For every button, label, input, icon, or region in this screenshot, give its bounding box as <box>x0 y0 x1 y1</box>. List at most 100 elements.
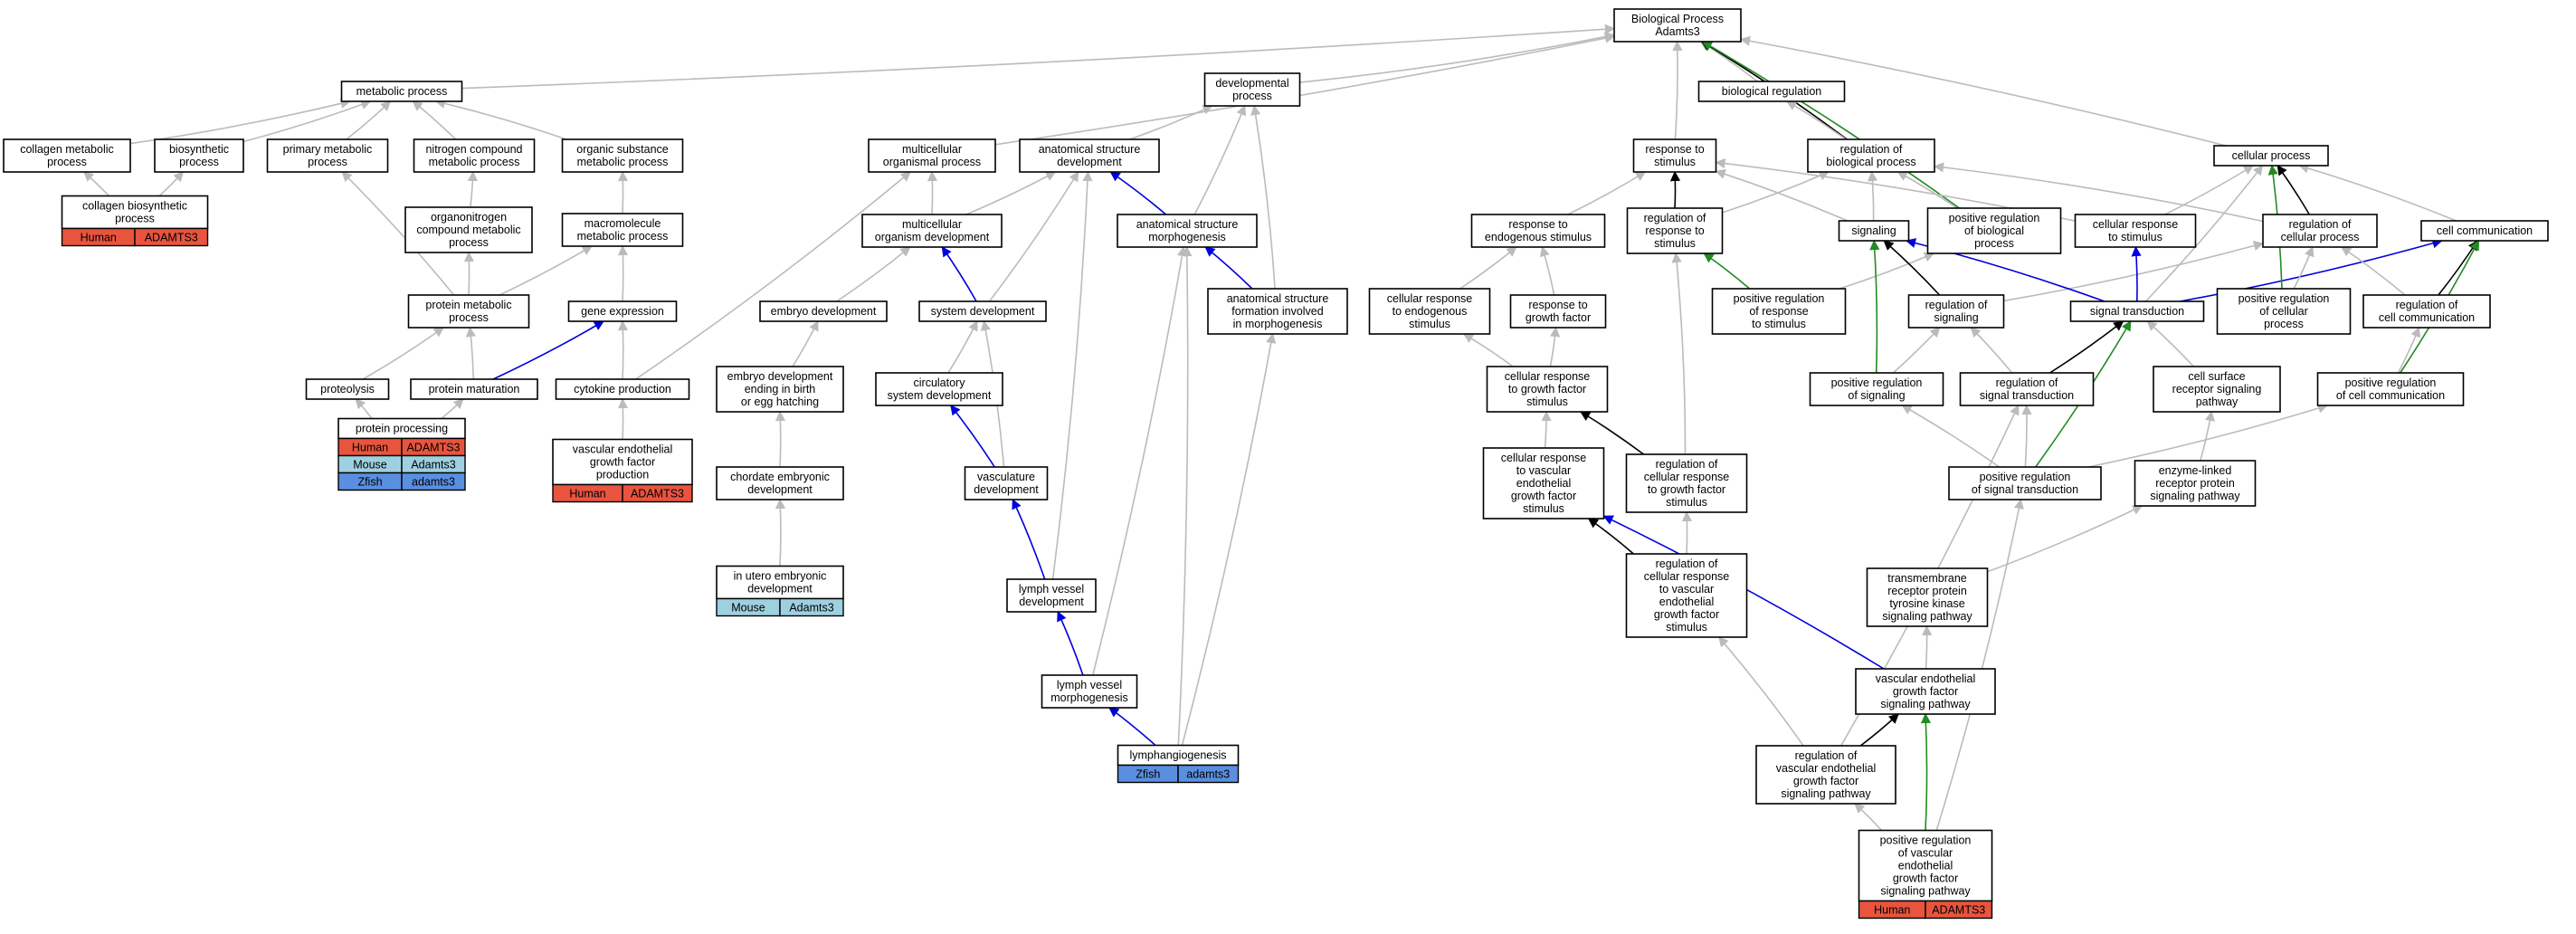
term-box <box>861 214 1003 248</box>
go-term-proteol[interactable]: proteolysis <box>305 378 390 400</box>
go-term-cellcomm[interactable]: cell communication <box>2420 220 2549 242</box>
go-term-geneexp[interactable]: gene expression <box>567 300 678 322</box>
species-label: Mouse <box>731 602 765 615</box>
term-label: signaling pathway <box>1880 698 1971 710</box>
term-box <box>1626 207 1724 254</box>
term-box <box>154 138 244 173</box>
term-box <box>1711 288 1847 335</box>
term-box <box>1625 453 1748 513</box>
term-label: positive regulation <box>1831 376 1923 389</box>
go-term-embdev[interactable]: embryo development <box>759 300 888 322</box>
term-label: circulatory <box>914 376 966 389</box>
term-label: growth factor <box>1511 490 1576 502</box>
edge-is-a <box>1987 505 2143 573</box>
go-term-protmat[interactable]: protein maturation <box>410 378 538 400</box>
term-box <box>1632 138 1717 173</box>
term-label: lymph vessel <box>1019 583 1084 596</box>
edge-other <box>1109 171 1167 215</box>
term-label: to endogenous <box>1393 305 1468 318</box>
term-label: development <box>747 583 813 596</box>
term-label: pathway <box>2196 396 2239 408</box>
term-box <box>1807 138 1935 173</box>
go-term-metab[interactable]: metabolic process <box>340 81 463 102</box>
term-label: collagen biosynthetic <box>82 200 187 213</box>
go-term-cellproc[interactable]: cellular process <box>2213 145 2329 167</box>
edge-is-a <box>1970 327 2013 374</box>
term-label: process <box>1974 237 2014 250</box>
go-term-signaling[interactable]: signaling <box>1838 220 1910 242</box>
edge-is-a <box>775 410 786 468</box>
term-label: metabolic process <box>577 156 669 168</box>
term-box <box>1482 447 1605 519</box>
go-term-sigtrans[interactable]: signal transduction <box>2069 300 2205 322</box>
go-term-biolreg[interactable]: biological regulation <box>1697 81 1846 102</box>
go-term-sysdev[interactable]: system development <box>918 300 1047 322</box>
edge-is-a <box>2293 245 2315 290</box>
go-term-cytprod[interactable]: cytokine production <box>555 378 690 400</box>
edge-is-a <box>355 398 373 419</box>
term-label: stimulus <box>1654 237 1696 250</box>
